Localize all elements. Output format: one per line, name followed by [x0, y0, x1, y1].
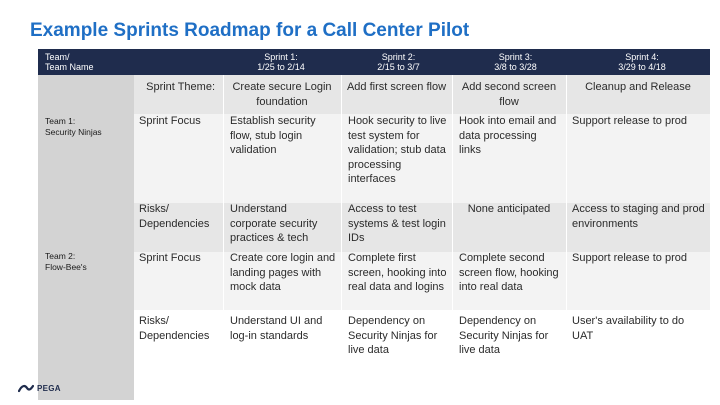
sprint-4-header: Sprint 4: 3/29 to 4/18	[574, 49, 710, 75]
team-1-focus-sprint-4: Support release to prod	[572, 115, 687, 127]
column-divider	[223, 75, 224, 400]
table-header: Team/ Team Name Sprint 1: 1/25 to 2/14 S…	[38, 49, 710, 75]
team-2-focus-label: Sprint Focus	[139, 252, 201, 264]
sprint-2-name: Sprint 2:	[381, 51, 416, 62]
team-1-focus-band	[134, 114, 710, 203]
column-divider	[566, 75, 567, 400]
team-1-risk-sprint-1: Understand corporate security practices …	[230, 203, 318, 244]
team-1-risk-label: Risks/ Dependencies	[139, 203, 210, 230]
column-divider	[452, 75, 453, 400]
pega-logo: PEGA	[18, 383, 61, 393]
roadmap-grid: Sprint Theme: Create secure Login founda…	[134, 75, 710, 400]
team-2-risk-band	[134, 310, 710, 400]
sprint-4-dates: 3/29 to 4/18	[618, 62, 666, 72]
team-column: Team 1: Security Ninjas Team 2: Flow-Bee…	[38, 75, 134, 400]
sprint-3-name: Sprint 3:	[498, 51, 533, 62]
theme-row-band	[134, 75, 710, 114]
logo-text: PEGA	[37, 383, 61, 393]
pega-wave-icon	[18, 384, 34, 393]
team-1-risk-sprint-3: None anticipated	[467, 203, 551, 215]
team-1-focus-label: Sprint Focus	[139, 115, 201, 127]
theme-sprint-4: Cleanup and Release	[585, 81, 691, 93]
team-name-header: Team/ Team Name	[45, 51, 94, 73]
sprint-3-dates: 3/8 to 3/28	[494, 62, 537, 72]
theme-sprint-1: Create secure Login foundation	[232, 81, 332, 108]
sprint-4-name: Sprint 4:	[625, 51, 659, 62]
team-1-focus-sprint-1: Establish security flow, stub login vali…	[230, 115, 316, 156]
team-2-focus-sprint-4: Support release to prod	[572, 252, 687, 264]
column-divider	[341, 75, 342, 400]
sprint-3-header: Sprint 3: 3/8 to 3/28	[457, 49, 574, 75]
team-2-risk-sprint-4: User's availability to do UAT	[572, 315, 685, 342]
page-title: Example Sprints Roadmap for a Call Cente…	[30, 20, 470, 41]
team-2-focus-sprint-2: Complete first screen, hooking into real…	[348, 252, 447, 293]
team-1-risk-band	[134, 203, 710, 252]
sprint-theme-label: Sprint Theme:	[146, 81, 215, 93]
sprint-1-name: Sprint 1:	[264, 51, 298, 62]
sprint-1-header: Sprint 1: 1/25 to 2/14	[222, 49, 340, 75]
team-2-risk-sprint-2: Dependency on Security Ninjas for live d…	[348, 315, 438, 356]
team-2-name: Team 2: Flow-Bee's	[45, 251, 87, 272]
theme-sprint-2: Add first screen flow	[346, 81, 447, 93]
team-2-focus-sprint-3: Complete second screen flow, hooking int…	[459, 252, 559, 293]
team-1-focus-sprint-2: Hook security to live test system for va…	[348, 115, 447, 185]
team-2-risk-sprint-3: Dependency on Security Ninjas for live d…	[459, 315, 549, 356]
team-1-name: Team 1: Security Ninjas	[45, 116, 102, 137]
sprint-2-dates: 2/15 to 3/7	[377, 62, 420, 72]
team-1-focus-sprint-3: Hook into email and data processing link…	[459, 115, 557, 156]
sprint-1-dates: 1/25 to 2/14	[257, 62, 305, 72]
team-2-focus-band	[134, 252, 710, 310]
team-1-risk-sprint-4: Access to staging and prod environments	[572, 203, 705, 230]
team-1-risk-sprint-2: Access to test systems & test login IDs	[348, 203, 446, 244]
team-2-focus-sprint-1: Create core login and landing pages with…	[230, 252, 336, 293]
sprint-2-header: Sprint 2: 2/15 to 3/7	[340, 49, 457, 75]
theme-sprint-3: Add second screen flow	[461, 81, 557, 108]
team-2-risk-label: Risks/ Dependencies	[139, 315, 210, 342]
team-2-risk-sprint-1: Understand UI and log-in standards	[230, 315, 323, 342]
